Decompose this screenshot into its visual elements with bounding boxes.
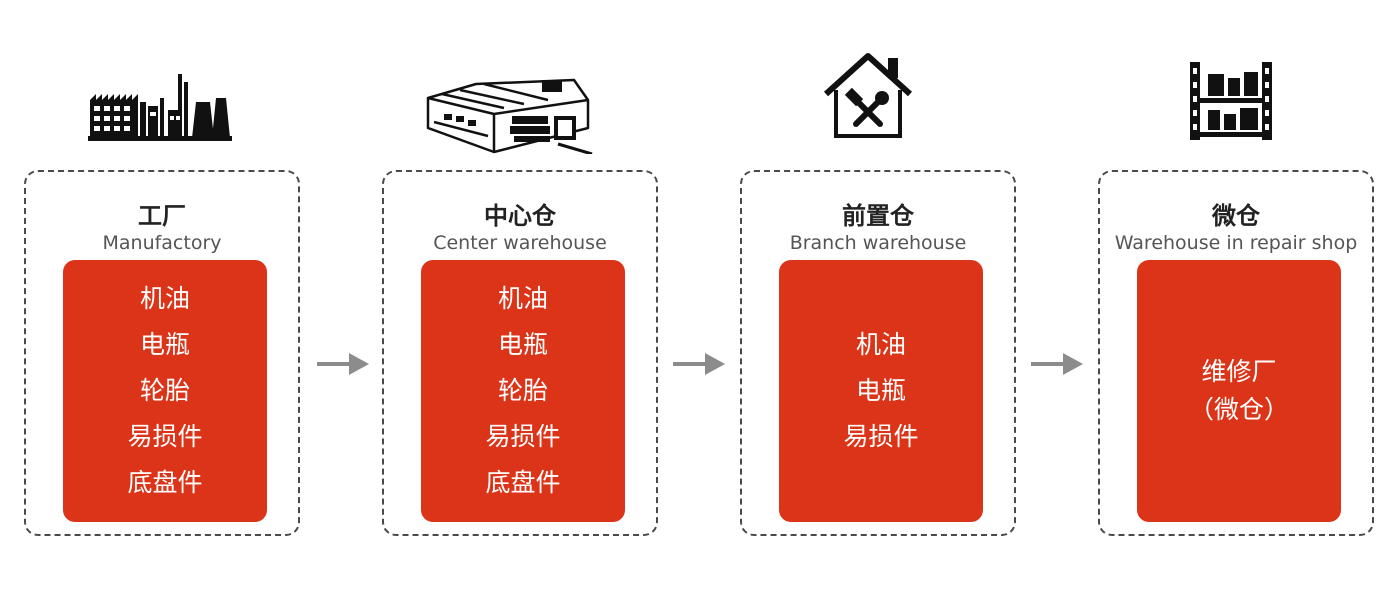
factory-icon xyxy=(88,74,232,141)
stage-title: 工厂 xyxy=(138,202,186,230)
stage-items-box: 机油 电瓶 轮胎 易损件 底盘件 xyxy=(63,260,267,522)
list-item: 机油 xyxy=(497,284,548,313)
stage-title: 前置仓 xyxy=(842,202,914,230)
stage-title: 中心仓 xyxy=(484,202,556,230)
list-item: 易损件 xyxy=(127,422,203,451)
repair-house-icon xyxy=(823,53,913,138)
list-item: 轮胎 xyxy=(497,376,548,405)
stage-center-warehouse: 中心仓 Center warehouse 机油 电瓶 轮胎 易损件 底盘件 xyxy=(382,170,658,536)
list-item: 易损件 xyxy=(485,422,561,451)
stage-branch-warehouse: 前置仓 Branch warehouse 机油 电瓶 易损件 xyxy=(740,170,1016,536)
stage-subtitle: Center warehouse xyxy=(433,232,607,254)
list-item: （微仓） xyxy=(1188,395,1289,424)
warehouse-icon xyxy=(426,78,593,154)
arrow-right-icon xyxy=(1031,353,1083,375)
stage-subtitle: Warehouse in repair shop xyxy=(1114,232,1358,254)
arrow-right-icon xyxy=(673,353,725,375)
stage-items-box: 维修厂 （微仓） xyxy=(1137,260,1341,522)
list-item: 电瓶 xyxy=(139,330,190,359)
shelf-icon xyxy=(1190,62,1272,140)
list-item: 维修厂 xyxy=(1201,357,1277,386)
stage-manufactory: 工厂 Manufactory 机油 电瓶 轮胎 易损件 底盘件 xyxy=(24,170,300,536)
list-item: 轮胎 xyxy=(139,376,190,405)
list-item: 电瓶 xyxy=(855,376,906,405)
stage-items-box: 机油 电瓶 易损件 xyxy=(779,260,983,522)
list-item: 底盘件 xyxy=(127,468,203,497)
stage-items-box: 机油 电瓶 轮胎 易损件 底盘件 xyxy=(421,260,625,522)
list-item: 电瓶 xyxy=(497,330,548,359)
stage-subtitle: Branch warehouse xyxy=(789,232,967,254)
stage-title: 微仓 xyxy=(1212,202,1260,230)
list-item: 机油 xyxy=(139,284,190,313)
stage-subtitle: Manufactory xyxy=(102,232,222,254)
list-item: 底盘件 xyxy=(485,468,561,497)
list-item: 机油 xyxy=(855,330,906,359)
arrow-right-icon xyxy=(317,353,369,375)
stage-repair-shop-warehouse: 微仓 Warehouse in repair shop 维修厂 （微仓） xyxy=(1098,170,1374,536)
list-item: 易损件 xyxy=(843,422,919,451)
